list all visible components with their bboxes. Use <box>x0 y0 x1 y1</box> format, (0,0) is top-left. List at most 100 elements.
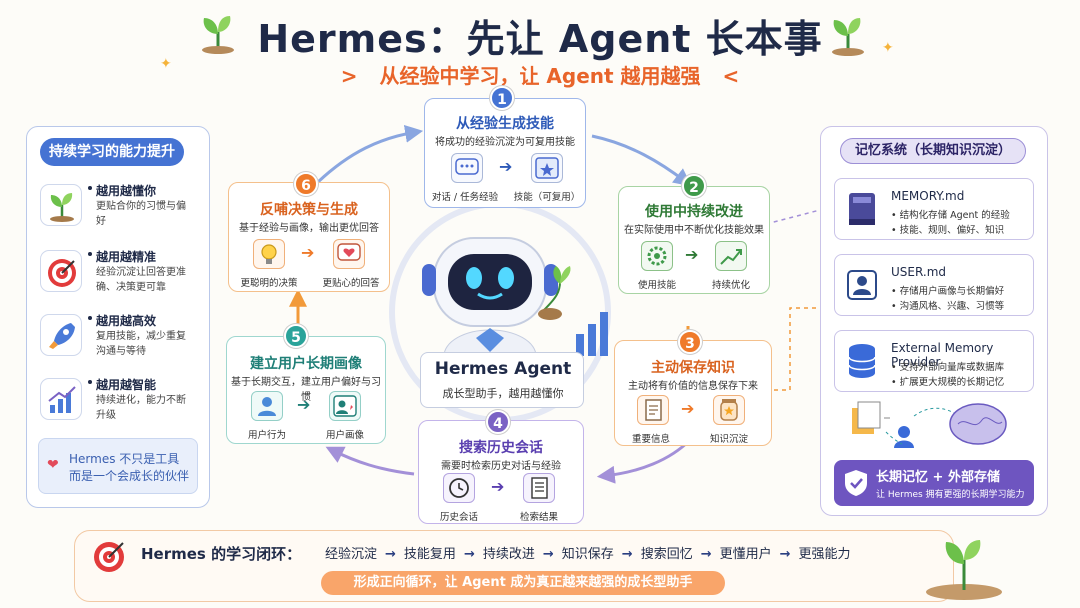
step-card: 搜索历史会话 需要时检索历史对话与经验 ➔ 历史会话 检索结果 <box>418 420 584 524</box>
search-results-icon <box>523 473 555 503</box>
gear-icon <box>641 241 673 271</box>
document-icon <box>637 395 669 425</box>
memory-item: USER.md • 存储用户画像与长期偏好 • 沟通风格、兴趣、习惯等 <box>834 254 1034 316</box>
arrow-right-icon: ➔ <box>499 157 513 176</box>
step-title: 使用中持续改进 <box>645 204 743 220</box>
flow-step: 搜索回忆 <box>640 547 693 562</box>
arrow-right-icon: ➔ <box>685 245 699 264</box>
partner-note: ❤ Hermes 不只是工具而是一个会成长的伙伴 <box>38 438 198 494</box>
arrow-right-icon: → <box>542 547 554 562</box>
step-desc: 主动将有价值的信息保存下来 <box>628 381 758 392</box>
sprout-icon <box>832 18 864 56</box>
skill-item: 越用越高效 复用技能，减少重复沟通与等待 <box>40 312 190 362</box>
user-icon <box>251 391 283 421</box>
flow-step: 经验沉淀 <box>325 547 378 562</box>
brain-network-icon <box>852 401 1007 448</box>
step-label: 更聪明的决策 <box>240 278 298 289</box>
step-card: 从经验生成技能 将成功的经验沉淀为可复用技能 ➔ 对话 / 任务经验 技能（可复… <box>424 98 586 208</box>
step-label: 知识沉淀 <box>709 434 748 445</box>
step-desc: 在实际使用中不断优化技能效果 <box>624 225 764 236</box>
memory-name: MEMORY.md <box>891 189 965 203</box>
memory-line: • 存储用户画像与长期偏好 <box>891 286 1005 297</box>
skill-desc: 更贴合你的习惯与偏好 <box>96 201 186 227</box>
subtitle-text: 从经验中学习，让 Agent 越用越强 <box>379 64 701 88</box>
step-desc: 将成功的经验沉淀为可复用技能 <box>435 137 575 148</box>
step-desc: 需要时检索历史对话与经验 <box>441 461 561 472</box>
skill-star-icon <box>531 153 563 183</box>
step-number: 2 <box>682 174 706 198</box>
memory-name: External Memory Provider <box>891 341 994 369</box>
step-desc: 基于长期交互，建立用户偏好与习惯 <box>231 377 381 403</box>
step-card: 建立用户长期画像 基于长期交互，建立用户偏好与习惯 ➔ 用户行为 用户画像 <box>226 336 386 444</box>
arrow-right-icon: → <box>700 547 712 562</box>
memory-item: External Memory Provider • 支持外部向量库或数据库 •… <box>834 330 1034 392</box>
step-label: 技能（可复用） <box>513 192 581 203</box>
step-desc: 基于经验与画像，输出更优回答 <box>239 223 379 234</box>
skill-desc: 经验沉淀让回答更准确、决策更可靠 <box>96 267 186 293</box>
skill-item: 越用越懂你 更贴合你的习惯与偏好 <box>40 182 190 232</box>
arrow-right-icon: ➔ <box>681 399 695 418</box>
step-card: 主动保存知识 主动将有价值的信息保存下来 ➔ 重要信息 知识沉淀 <box>614 340 772 446</box>
heart-message-icon <box>333 239 365 269</box>
target-icon <box>40 250 82 292</box>
page-title: Hermes：先让 Agent 长本事 <box>257 17 823 61</box>
step-label: 检索结果 <box>519 512 558 523</box>
flow-step: 更强能力 <box>798 547 851 562</box>
sparkle-icon: ✦ <box>882 40 894 56</box>
skill-desc: 持续进化，能力不断升级 <box>96 395 186 421</box>
footer-title: 长期记忆 + 外部存储 <box>876 470 1000 485</box>
step-label: 使用技能 <box>637 280 676 291</box>
agent-card: Hermes Agent 成长型助手，越用越懂你 <box>420 352 584 408</box>
memory-line: • 结构化存储 Agent 的经验 <box>891 210 1010 221</box>
arrow-right-icon: ➔ <box>491 477 505 496</box>
shield-check-icon <box>845 470 867 496</box>
memory-line: • 扩展更大规模的长期记忆 <box>891 377 1005 388</box>
step-title: 从经验生成技能 <box>456 116 554 132</box>
arrow-right-icon: ➔ <box>301 243 315 262</box>
arrow-right-icon: ➔ <box>297 395 311 414</box>
step-number: 5 <box>284 324 308 348</box>
star-jar-icon <box>713 395 745 425</box>
skill-desc: 复用技能，减少重复沟通与等待 <box>96 331 186 357</box>
growth-chart-icon <box>40 378 82 420</box>
step-title: 搜索历史会话 <box>459 440 543 456</box>
memory-line: • 支持外部向量库或数据库 <box>891 362 1005 373</box>
skill-title: 越用越高效 <box>96 314 157 328</box>
skill-item: 越用越精准 经验沉淀让回答更准确、决策更可靠 <box>40 248 190 298</box>
step-label: 历史会话 <box>439 512 478 523</box>
book-icon <box>849 193 875 225</box>
loop-banner: 形成正向循环，让 Agent 成为真正越来越强的成长型助手 <box>321 571 725 595</box>
clock-icon <box>443 473 475 503</box>
right-panel-title: 记忆系统（长期知识沉淀） <box>840 138 1026 164</box>
sprout-pot-icon <box>926 540 1002 600</box>
loop-label: Hermes 的学习闭环： <box>141 545 302 563</box>
chat-bubble-icon <box>451 153 483 183</box>
agent-tagline: 成长型助手，越用越懂你 <box>442 387 564 400</box>
trend-up-icon <box>715 241 747 271</box>
arrow-right-icon: → <box>779 547 791 562</box>
database-icon <box>848 344 876 378</box>
memory-name: USER.md <box>891 265 947 279</box>
memory-item: MEMORY.md • 结构化存储 Agent 的经验 • 技能、规则、偏好、知… <box>834 178 1034 240</box>
flow-step: 技能复用 <box>403 547 456 562</box>
skill-title: 越用越精准 <box>96 250 157 264</box>
step-label: 用户行为 <box>247 430 286 441</box>
memory-line: • 技能、规则、偏好、知识 <box>891 225 1005 236</box>
memory-footer: 长期记忆 + 外部存储 让 Hermes 拥有更强的长期学习能力 <box>834 460 1034 506</box>
step-title: 主动保存知识 <box>651 360 735 376</box>
chevron-left-icon: < <box>722 64 740 88</box>
step-label: 重要信息 <box>631 434 670 445</box>
note-line: Hermes 不只是工具 <box>69 452 180 466</box>
flow-step: 持续改进 <box>482 547 535 562</box>
flow-step: 知识保存 <box>561 547 614 562</box>
agent-name: Hermes Agent <box>434 359 572 379</box>
skill-title: 越用越智能 <box>96 378 157 392</box>
step-card: 使用中持续改进 在实际使用中不断优化技能效果 ➔ 使用技能 持续优化 <box>618 186 770 294</box>
flow-step: 更懂用户 <box>719 547 772 562</box>
step-number: 3 <box>678 330 702 354</box>
skill-title: 越用越懂你 <box>96 184 157 198</box>
learning-loop-bar: Hermes 的学习闭环： 经验沉淀→技能复用→持续改进→知识保存→搜索回忆→更… <box>74 530 954 602</box>
step-label: 更贴心的回答 <box>322 278 380 289</box>
arrow-right-icon: → <box>385 547 396 562</box>
page-subtitle: >从经验中学习，让 Agent 越用越强< <box>0 60 1080 89</box>
